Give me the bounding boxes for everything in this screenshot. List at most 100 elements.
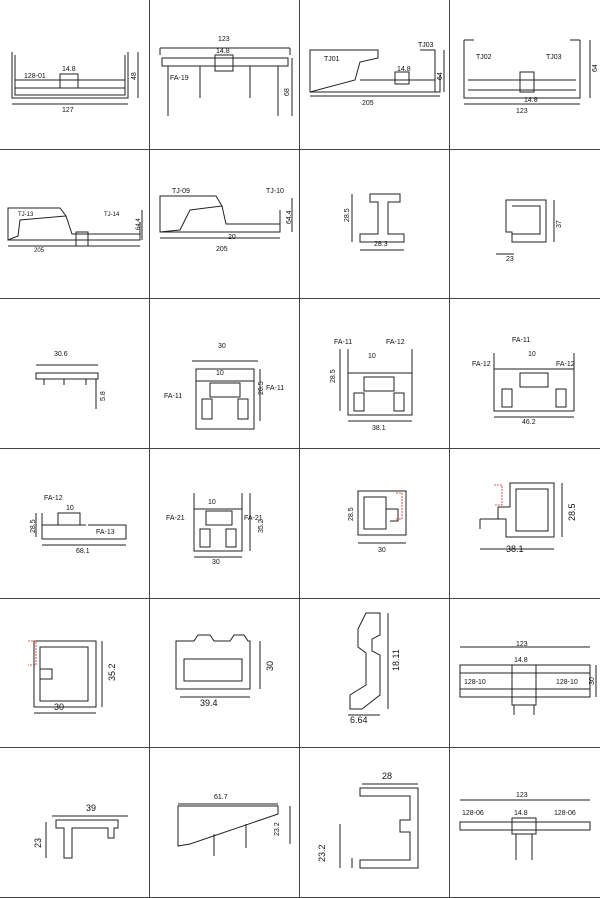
dim-label: 28.3 xyxy=(374,240,388,248)
dim-label: 128-10 xyxy=(556,678,578,686)
dim-label: TJ-13 xyxy=(18,211,34,218)
dim-label: 205 xyxy=(34,247,45,254)
profile-cell-30x39-4: 30 39.4 xyxy=(150,598,300,749)
dim-label: FA-11 xyxy=(334,339,353,347)
dim-label: 37 xyxy=(556,219,563,228)
profile-cell-tj13-tj14: TJ-13 TJ-14 64.4 205 xyxy=(0,149,150,300)
profile-cell-37x23: 37 23 xyxy=(450,150,600,300)
dim-label: 14.8 xyxy=(62,66,76,73)
dim-label: 10 xyxy=(528,351,536,359)
dim-label: 18.11 xyxy=(391,648,401,671)
dim-label: FA-11 xyxy=(266,385,285,393)
profile-cell-128-06: 123 128-06 14.8 128-06 xyxy=(450,748,600,898)
dim-label: 64.4 xyxy=(286,210,293,224)
dim-label: 14.8 xyxy=(524,97,538,104)
profile-drawing xyxy=(459,799,591,861)
dim-label: 30.6 xyxy=(54,351,68,359)
dim-label: 35.2 xyxy=(107,663,117,681)
dim-label: 64 xyxy=(592,64,599,72)
dim-label: 6.64 xyxy=(350,714,368,725)
dim-label: 14.8 xyxy=(216,48,230,55)
dim-label: 128-01 xyxy=(24,73,46,80)
profile-cell-tj01-tj03: TJ01 TJ03 14.8 64 205 xyxy=(300,0,450,150)
dim-label: FA-21 xyxy=(166,514,185,522)
dim-label: 30 xyxy=(378,546,386,554)
profile-cell-fa-11-fa-12: FA-11 FA-12 10 28.5 38.1 xyxy=(300,299,450,449)
dim-label: 30 xyxy=(212,558,220,566)
dim-label: 30 xyxy=(218,343,226,351)
dim-label: TJ03 xyxy=(418,42,434,49)
dim-label: 38.1 xyxy=(506,543,524,554)
dim-label: 20 xyxy=(228,233,236,241)
dim-label: 10 xyxy=(208,498,216,506)
dim-label: 5.8 xyxy=(100,391,107,402)
profile-drawing xyxy=(11,52,139,105)
profile-cell-39x23: 39 23 xyxy=(0,748,150,898)
profile-cell-18-11x6-64: 18.11 6.64 xyxy=(300,598,450,749)
profile-cell-tj09-tj10: TJ-09 TJ-10 64.4 20 205 xyxy=(150,149,300,300)
profile-drawing xyxy=(348,612,389,716)
dim-label: 64 xyxy=(437,72,444,80)
profile-cell-61-7x23-2: 61.7 23.2 xyxy=(150,748,300,898)
profile-drawing xyxy=(351,193,405,251)
dim-label: 14.8 xyxy=(514,656,528,664)
dim-label: 10 xyxy=(216,370,224,378)
profile-drawing xyxy=(159,47,300,150)
dim-label: FA-13 xyxy=(96,528,115,536)
dim-label: 10 xyxy=(368,353,376,361)
dim-label: 23 xyxy=(506,255,514,263)
dim-label: 23 xyxy=(33,838,43,849)
dim-label: 23.2 xyxy=(317,844,327,863)
dim-label: TJ-10 xyxy=(266,187,284,195)
dim-label: 10 xyxy=(66,504,74,512)
dim-label: 127 xyxy=(62,107,74,114)
profile-cell-28-5x30: 28.5 30 xyxy=(300,448,450,599)
dim-label: 28.5 xyxy=(330,369,337,384)
dim-label: 28.5 xyxy=(30,519,37,533)
dim-label: 68 xyxy=(284,88,291,96)
dim-label: 123 xyxy=(516,640,528,648)
dim-label: 46.2 xyxy=(522,419,536,427)
profile-cell-35-2x30: 35.2 30 xyxy=(0,598,150,749)
profile-drawing xyxy=(177,803,291,857)
profile-drawing xyxy=(192,360,261,430)
dim-label: TJ03 xyxy=(546,54,562,61)
dim-label: 205 xyxy=(362,100,374,107)
profile-drawing xyxy=(339,349,413,422)
profile-drawing xyxy=(463,39,591,105)
profile-drawing xyxy=(339,783,419,869)
profile-cell-128-10: 123 14.8 128-10 128-10 30 xyxy=(450,599,600,749)
dim-label: 128-06 xyxy=(462,810,484,818)
profile-drawing xyxy=(479,482,563,550)
dim-label: 28.5 xyxy=(344,208,351,222)
dim-label: 61.7 xyxy=(214,794,228,802)
dim-label: 28.5 xyxy=(348,507,355,521)
dim-label: TJ01 xyxy=(324,56,340,63)
dim-label: FA-12 xyxy=(44,494,63,502)
dim-label: TJ02 xyxy=(476,54,492,61)
dim-label: FA-12 xyxy=(386,339,405,347)
dim-label: 35.2 xyxy=(258,519,265,533)
profile-drawing xyxy=(493,353,575,418)
dim-label: 28.5 xyxy=(567,503,577,521)
profile-drawing xyxy=(159,195,293,239)
dim-label: 205 xyxy=(216,245,228,253)
dim-label: 128-06 xyxy=(554,810,576,818)
profile-cell-fa-19: 123 14.8 FA-19 68 xyxy=(150,0,300,150)
profile-cell-28x23-2: 28 23.2 xyxy=(300,748,450,898)
dim-label: 39 xyxy=(86,803,97,814)
dim-label: 128-10 xyxy=(464,678,486,686)
dim-label: FA-11 xyxy=(164,393,183,401)
dim-label: 30 xyxy=(54,701,65,712)
dim-label: FA-12 xyxy=(556,361,575,369)
dim-label: 123 xyxy=(516,792,528,800)
dim-label: TJ-14 xyxy=(104,211,120,218)
profile-cell-tj02-tj03: TJ02 TJ03 64 14.8 123 xyxy=(450,0,600,150)
dim-label: 28.5 xyxy=(258,381,265,396)
dim-label: 30 xyxy=(589,676,596,685)
profile-drawing xyxy=(496,199,555,255)
dim-label: FA-11 xyxy=(512,337,531,345)
profile-drawing xyxy=(45,815,128,859)
profile-cell-28-5x38-1: 28.5 38.1 xyxy=(450,449,600,599)
